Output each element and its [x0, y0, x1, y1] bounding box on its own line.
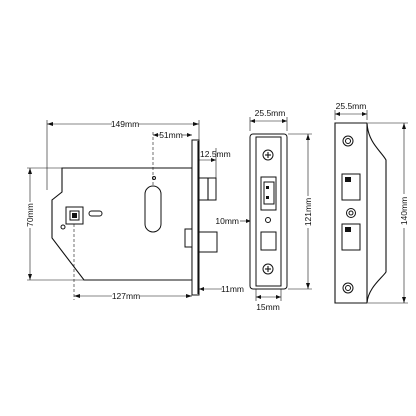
forend-dimensions: 25.5mm 121mm 15mm [249, 108, 313, 312]
dim-body-length: 149mm [111, 119, 139, 129]
forend-latch-bolt [263, 181, 275, 205]
strike-plate-outline [334, 122, 387, 304]
dim-strike-width: 25.5mm [336, 101, 367, 111]
dim-latch-gap: 10mm [215, 216, 239, 226]
lock-dimensions: 149mm 51mm 12.5mm 70mm 127mm 11mm [25, 119, 263, 301]
forend-inner [255, 136, 282, 287]
body-screw-hole [60, 224, 66, 230]
lock-case-side-view [51, 139, 218, 296]
dead-bolt [198, 231, 218, 253]
slot-hole [88, 210, 103, 217]
strike-dimensions: 25.5mm 140mm [334, 101, 409, 304]
dim-forend-strip: 15mm [256, 302, 280, 312]
dim-handle-centre: 127mm [112, 291, 140, 301]
forend-dead-bolt [260, 231, 277, 251]
forend-middle-screw [265, 217, 271, 223]
dim-body-height: 70mm [25, 203, 35, 227]
dim-latch-projection: 12.5mm [200, 149, 231, 159]
dim-forend-height: 121mm [303, 198, 313, 226]
spindle-hole [72, 213, 77, 218]
dim-strike-height: 140mm [399, 197, 409, 225]
latch-inner-block [184, 228, 193, 248]
faceplate [191, 139, 200, 296]
dim-faceplate-thickness: 11mm [221, 284, 244, 294]
cylinder-oval-hole [144, 185, 162, 233]
dim-backset: 51mm [159, 130, 183, 140]
dim-forend-width: 25.5mm [255, 108, 286, 118]
forend-front-view [249, 133, 288, 290]
strike-plate-view [334, 122, 387, 304]
